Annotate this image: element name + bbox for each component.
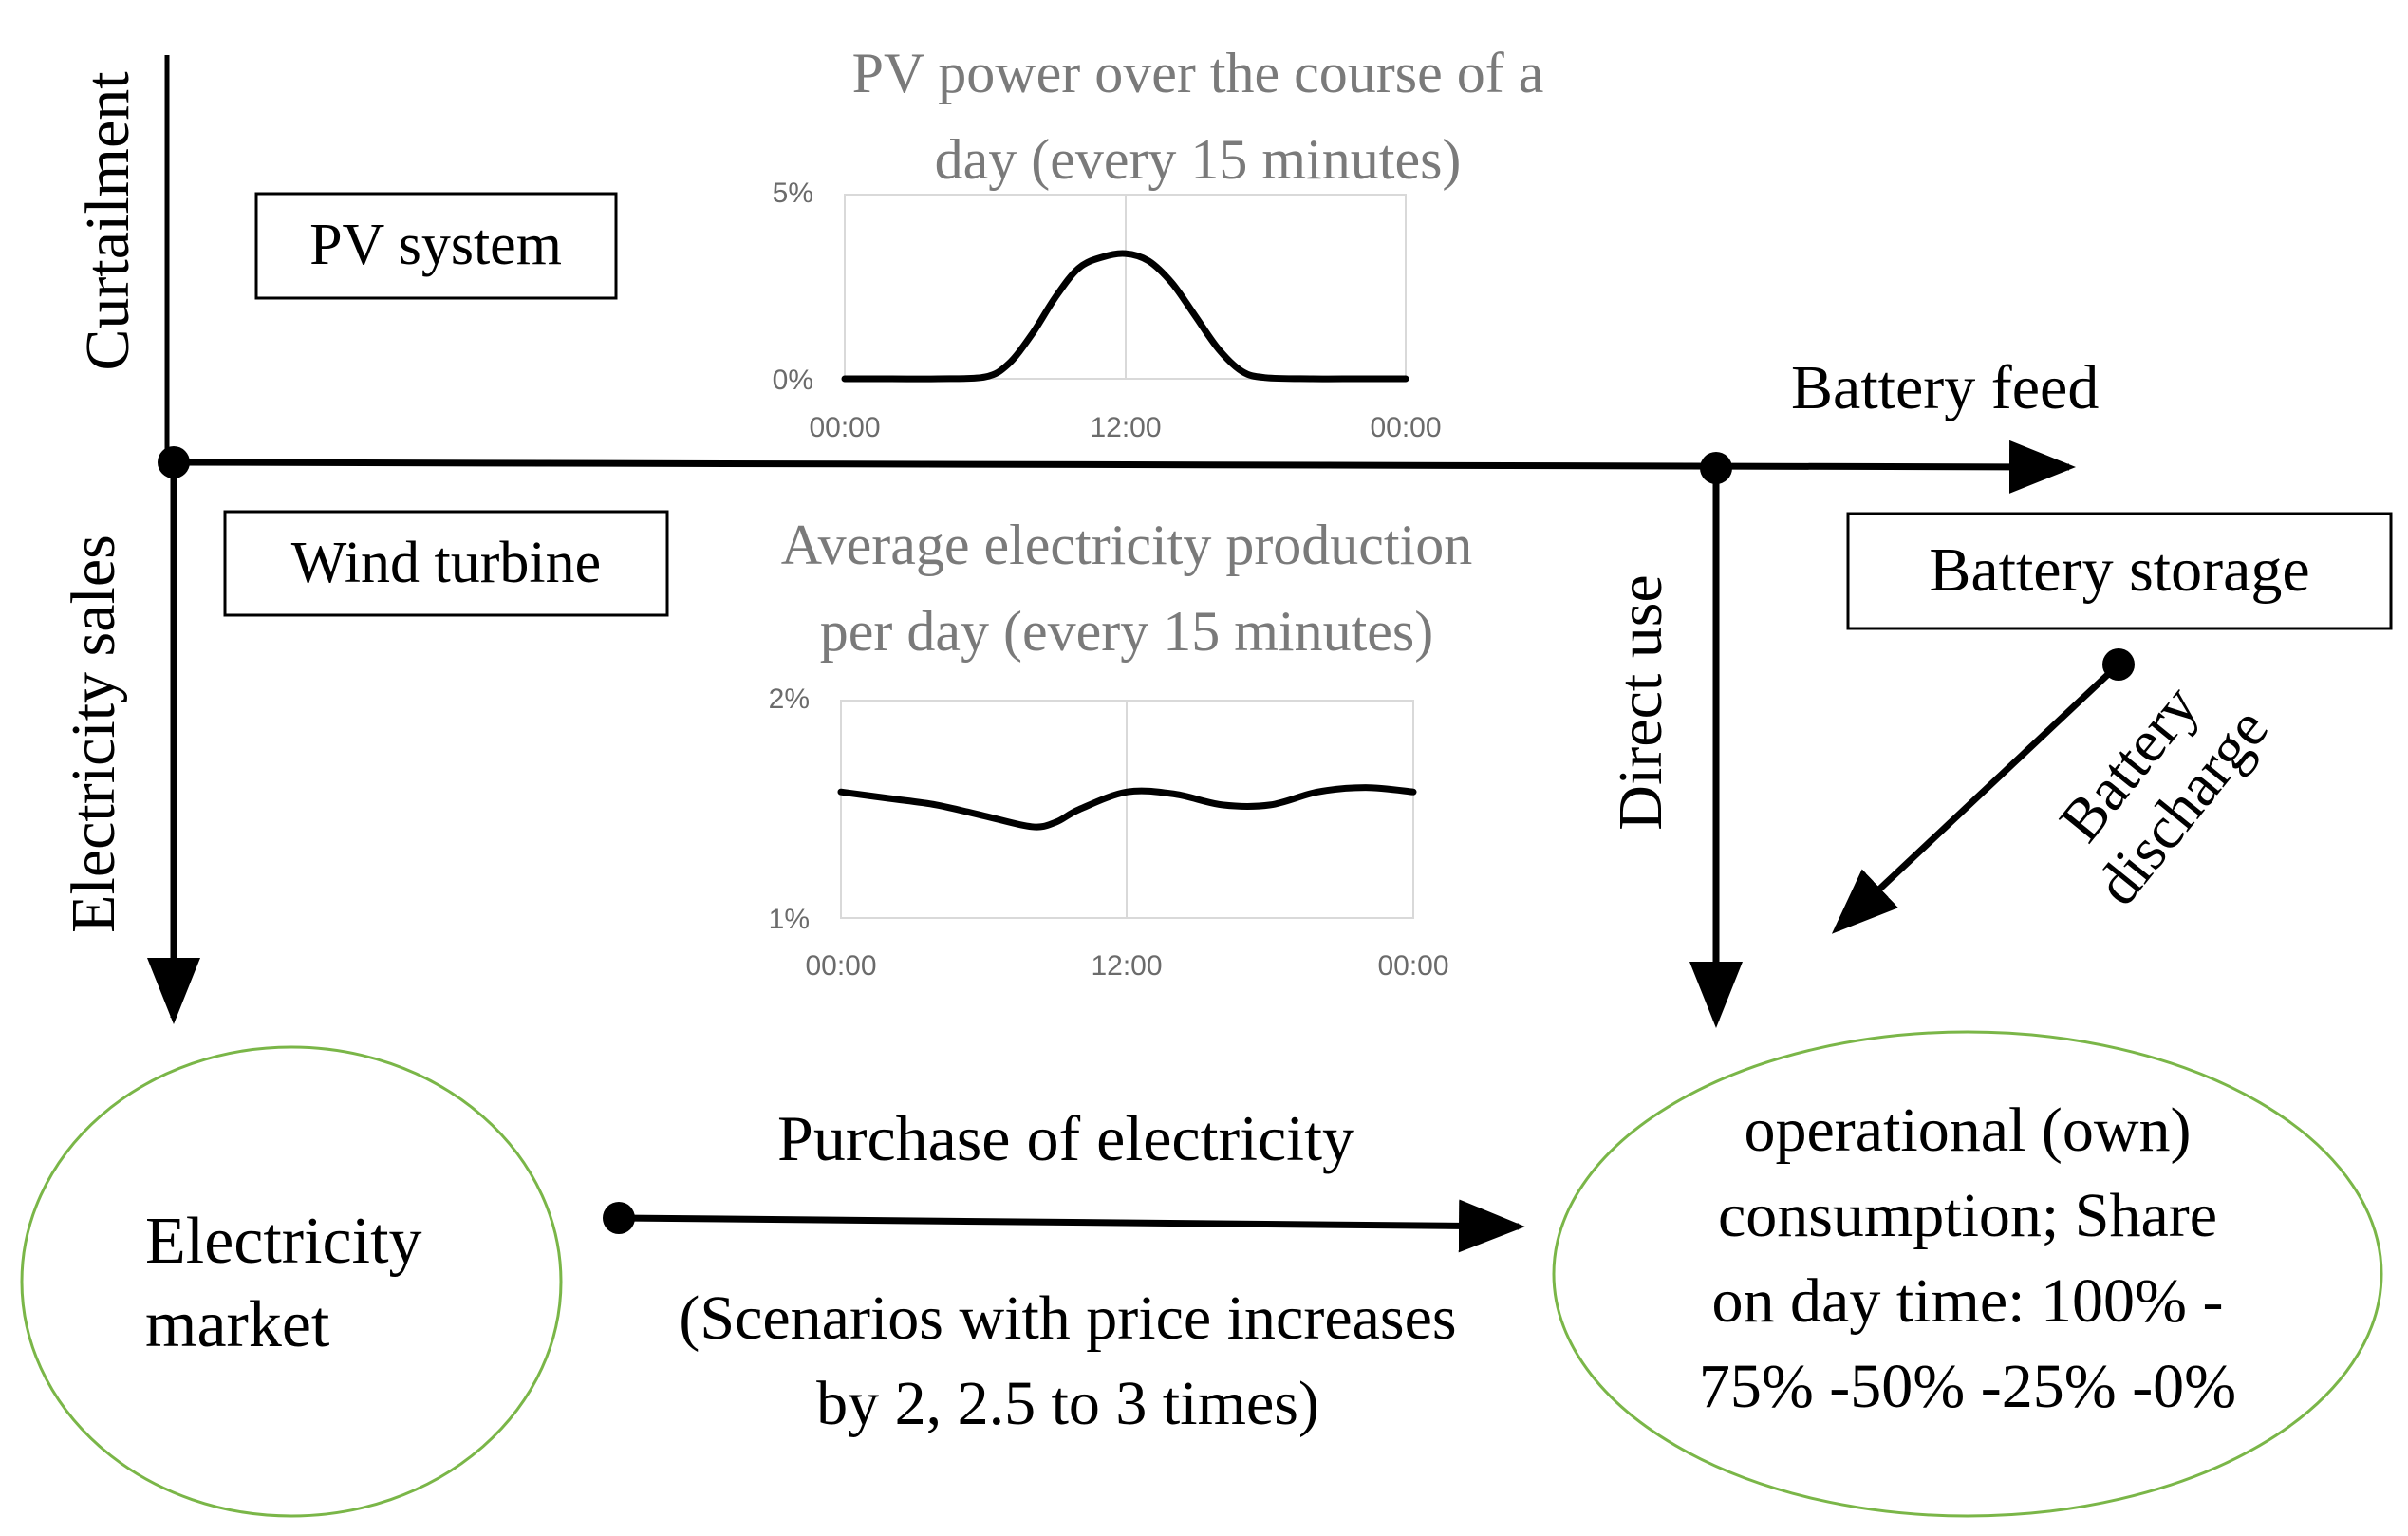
wind-production-chart: Average electricity production per day (… [769, 514, 1473, 982]
pv-chart-xtick-end: 00:00 [1370, 412, 1441, 443]
junction-dot-left [158, 446, 190, 478]
pv-chart-title-line1: PV power over the course of a [852, 42, 1544, 104]
purchase-arrow [618, 1199, 1525, 1253]
battery-storage-label: Battery storage [1929, 535, 2309, 605]
battery-feed-arrow [173, 440, 2076, 494]
pv-chart-ytick-top: 5% [773, 178, 813, 209]
wind-turbine-label: Wind turbine [291, 531, 601, 595]
battery-feed-label: Battery feed [1791, 353, 2099, 422]
wind-chart-xtick-start: 00:00 [805, 950, 876, 982]
consumption-line2: consumption; Share [1718, 1181, 2217, 1250]
consumption-node: operational (own) consumption; Share on … [1552, 1030, 2383, 1518]
battery-storage-box: Battery storage [1846, 512, 2393, 630]
wind-chart-ytick-bottom: 1% [769, 904, 810, 935]
pv-chart-xtick-start: 00:00 [809, 412, 880, 443]
direct-use-label: Direct use [1606, 574, 1675, 830]
consumption-line1: operational (own) [1745, 1096, 2192, 1165]
pv-system-box: PV system [254, 192, 618, 300]
pv-chart-xtick-mid: 12:00 [1090, 412, 1161, 443]
scenarios-line1: (Scenarios with price increases [679, 1283, 1456, 1353]
junction-dot-right [1700, 452, 1732, 484]
curtailment-label: Curtailment [73, 71, 142, 370]
pv-system-label: PV system [309, 213, 562, 277]
pv-chart-ytick-bottom: 0% [773, 365, 813, 396]
junction-dot-purchase [603, 1202, 635, 1234]
wind-chart-xtick-mid: 12:00 [1091, 950, 1162, 982]
pv-series-line [841, 250, 1409, 383]
pv-power-chart: PV power over the course of a day (every… [773, 42, 1544, 443]
battery-discharge-label: Battery discharge [2046, 672, 2281, 917]
wind-chart-title-line2: per day (every 15 minutes) [820, 600, 1433, 663]
wind-turbine-box: Wind turbine [223, 510, 669, 617]
electricity-market-line1: Electricity [145, 1205, 422, 1278]
electricity-sales-label: Electricity sales [59, 534, 128, 933]
scenarios-line2: by 2, 2.5 to 3 times) [816, 1369, 1319, 1438]
consumption-line3: on day time: 100% - [1712, 1266, 2224, 1336]
wind-chart-ytick-top: 2% [769, 684, 810, 715]
battery-discharge-arrow [1831, 662, 2121, 934]
electricity-market-line2: market [145, 1288, 330, 1361]
pv-chart-title-line2: day (every 15 minutes) [935, 128, 1462, 191]
consumption-line4: 75% -50% -25% -0% [1699, 1352, 2236, 1421]
wind-chart-xtick-end: 00:00 [1377, 950, 1448, 982]
junction-dot-battery [2102, 648, 2135, 681]
purchase-label: Purchase of electricity [777, 1102, 1354, 1174]
wind-series-line [837, 784, 1417, 831]
wind-chart-title-line1: Average electricity production [781, 514, 1473, 576]
electricity-market-node: Electricity market [20, 1045, 563, 1518]
